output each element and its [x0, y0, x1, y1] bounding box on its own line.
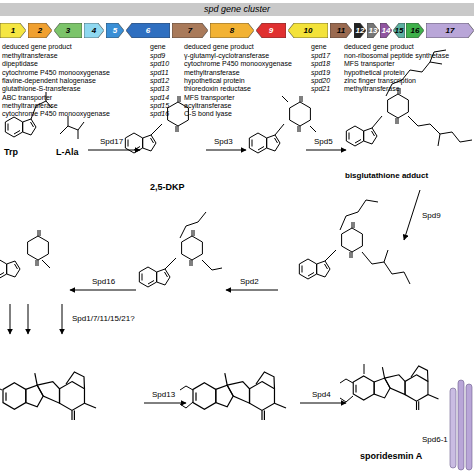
gene-arrow: 4: [84, 23, 104, 38]
gene-arrow: 8: [210, 23, 254, 38]
gene-product: flavine-dependent halogenase: [2, 77, 96, 84]
table-header: deduced gene product: [184, 43, 254, 50]
gene-arrow: 15: [393, 23, 405, 38]
gene-number: 7: [188, 27, 192, 35]
compound-name: Trp: [4, 148, 18, 157]
gene-name: spd12: [150, 77, 169, 84]
protein-label: Spd6-1: [422, 436, 448, 444]
enzyme-label: Spd5: [314, 138, 333, 146]
gene-number: 1: [11, 27, 15, 35]
enzyme-label: Spd16: [92, 278, 115, 286]
gene-product: glutathione-S-transferase: [2, 85, 81, 92]
gene-product: acyltransferase: [184, 102, 231, 109]
gene-product: methyltransferase: [2, 102, 58, 109]
gene-product: non-ribosomal peptide synthetase: [344, 52, 449, 59]
gene-name: spd20: [311, 77, 330, 84]
gene-name: spd9: [150, 52, 165, 59]
gene-name: spd14: [150, 94, 169, 101]
compound-name: 2,5-DKP: [150, 183, 185, 192]
gene-product: thioredoxin reductase: [184, 85, 251, 92]
gene-name: spd18: [311, 60, 330, 67]
gene-number: 4: [92, 27, 96, 35]
enzyme-label: Spd17: [100, 138, 123, 146]
gene-name: spd10: [150, 60, 169, 67]
gene-number: 3: [66, 27, 70, 35]
gene-product: hypothetical protein: [344, 69, 405, 76]
gene-number: 2: [38, 27, 42, 35]
gene-arrow: 9: [256, 23, 286, 38]
cluster-title: spd gene cluster: [204, 5, 270, 14]
gene-arrow: 1: [0, 23, 26, 38]
gene-arrow: 17: [426, 23, 474, 38]
gene-arrow: 13: [367, 23, 379, 38]
gene-name: spd21: [311, 85, 330, 92]
gene-number: 15: [395, 27, 404, 35]
compound-name: sporidesmin A: [360, 452, 422, 461]
gene-name: spd19: [311, 69, 330, 76]
enzyme-label: Spd1/7/11/15/21?: [72, 315, 135, 323]
gene-product: methyltransferase: [344, 85, 400, 92]
gene-product: hypothetical protein: [184, 77, 245, 84]
enzyme-label: Spd3: [214, 138, 233, 146]
gene-name: spd13: [150, 85, 169, 92]
enzyme-label: Spd4: [312, 391, 331, 399]
gene-arrow: 5: [106, 23, 124, 38]
compound-name: L-Ala: [56, 148, 79, 157]
gene-arrow: 11: [330, 23, 352, 38]
gene-number: 5: [113, 27, 117, 35]
table-header: deduced gene product: [344, 43, 414, 50]
table-header: gene: [150, 43, 166, 50]
gene-arrow: 16: [406, 23, 424, 38]
gene-number: 16: [411, 27, 420, 35]
gene-product: MFS transporter: [184, 94, 235, 101]
enzyme-label: Spd9: [422, 212, 441, 220]
gene-product: γ-glutamyl-cyclotransferase: [184, 52, 269, 59]
gene-product: C-S bond lyase: [184, 110, 232, 117]
gene-number: 10: [304, 27, 313, 35]
gene-number: 14: [382, 27, 391, 35]
gene-number: 12: [356, 27, 365, 35]
gene-arrow: 14: [380, 23, 392, 38]
gene-product: methyltransferase: [2, 52, 58, 59]
enzyme-label: Spd2: [240, 278, 259, 286]
gene-cluster-bar: spd gene cluster: [0, 3, 474, 16]
gene-number: 11: [337, 27, 345, 35]
gene-number: 17: [446, 27, 455, 35]
gene-product: MFS transporter: [344, 60, 395, 67]
gene-number: 8: [230, 27, 234, 35]
gene-arrow: 7: [172, 23, 208, 38]
table-header: gene: [311, 43, 327, 50]
gene-name: spd15: [150, 102, 169, 109]
gene-product: methyltransferase: [184, 69, 240, 76]
gene-product: ABC transporter: [2, 94, 52, 101]
gene-arrow: 10: [288, 23, 328, 38]
enzyme-label: Spd13: [152, 391, 175, 399]
gene-number: 13: [369, 27, 378, 35]
gene-product: cytochrome P450 monooxygenase: [2, 110, 110, 117]
gene-name: spd16: [150, 110, 169, 117]
gene-product: zinc finger transcription: [344, 77, 416, 84]
gene-arrow: 3: [54, 23, 82, 38]
gene-product: dipeptidase: [2, 60, 38, 67]
gene-name: spd17: [311, 52, 330, 59]
compound-name: bisglutathione adduct: [345, 172, 428, 180]
gene-arrow: 2: [28, 23, 52, 38]
gene-number: 6: [146, 27, 150, 35]
table-header: deduced gene product: [2, 43, 72, 50]
gene-product: cytochrome P450 monooxygenase: [184, 60, 292, 67]
gene-arrow: 6: [126, 23, 170, 38]
gene-number: 9: [269, 27, 273, 35]
gene-name: spd11: [150, 69, 169, 76]
gene-arrow: 12: [354, 23, 366, 38]
gene-product: cytochrome P450 monooxygenase: [2, 69, 110, 76]
